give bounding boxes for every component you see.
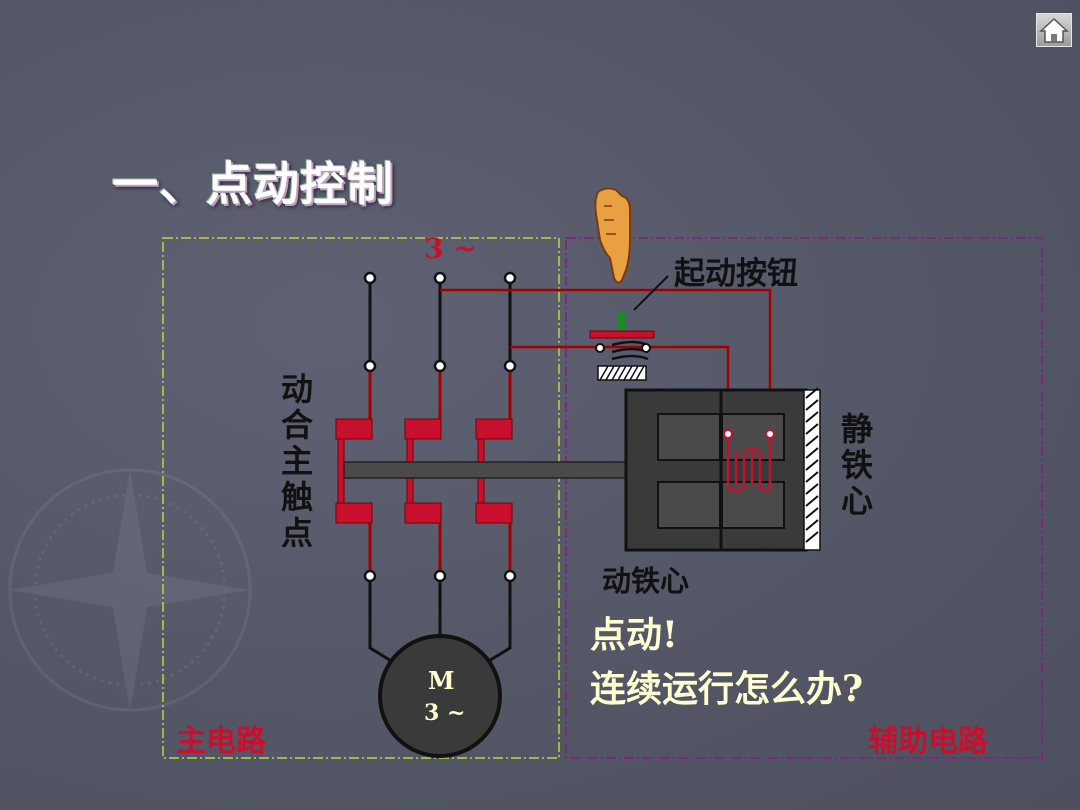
aux-circuit-box: [565, 237, 1043, 759]
phase-label: 3 ~: [424, 232, 477, 265]
static-core-label: 静铁心: [836, 412, 874, 520]
button-pointer-line: [633, 275, 669, 311]
armature-rod: [343, 461, 637, 479]
main-contacts: [335, 418, 513, 524]
motor-phase-label: 3 ~: [424, 700, 466, 726]
main-circuit-label: 主电路: [176, 724, 266, 759]
slide-title: 一、点动控制: [112, 157, 394, 211]
moving-core-label: 动铁心: [602, 564, 690, 598]
home-button[interactable]: [1036, 13, 1072, 47]
start-button-symbol[interactable]: [589, 312, 655, 381]
terminals: [363, 271, 517, 583]
main-contacts-label: 动合主触点: [276, 372, 314, 552]
question-text: 连续运行怎么办?: [590, 668, 864, 710]
motor-letter: M: [428, 666, 455, 695]
start-button-label: 起动按钮: [674, 256, 798, 292]
pointing-hand-icon: [594, 187, 631, 284]
aux-circuit-label: 辅助电路: [868, 724, 988, 759]
power-lines: [368, 278, 512, 664]
coil: [726, 436, 772, 493]
jog-text: 点动!: [590, 614, 678, 656]
home-icon: [1039, 17, 1069, 43]
motor-symbol: [378, 634, 502, 758]
electromagnet: [624, 387, 821, 552]
main-circuit-box: [162, 237, 560, 759]
